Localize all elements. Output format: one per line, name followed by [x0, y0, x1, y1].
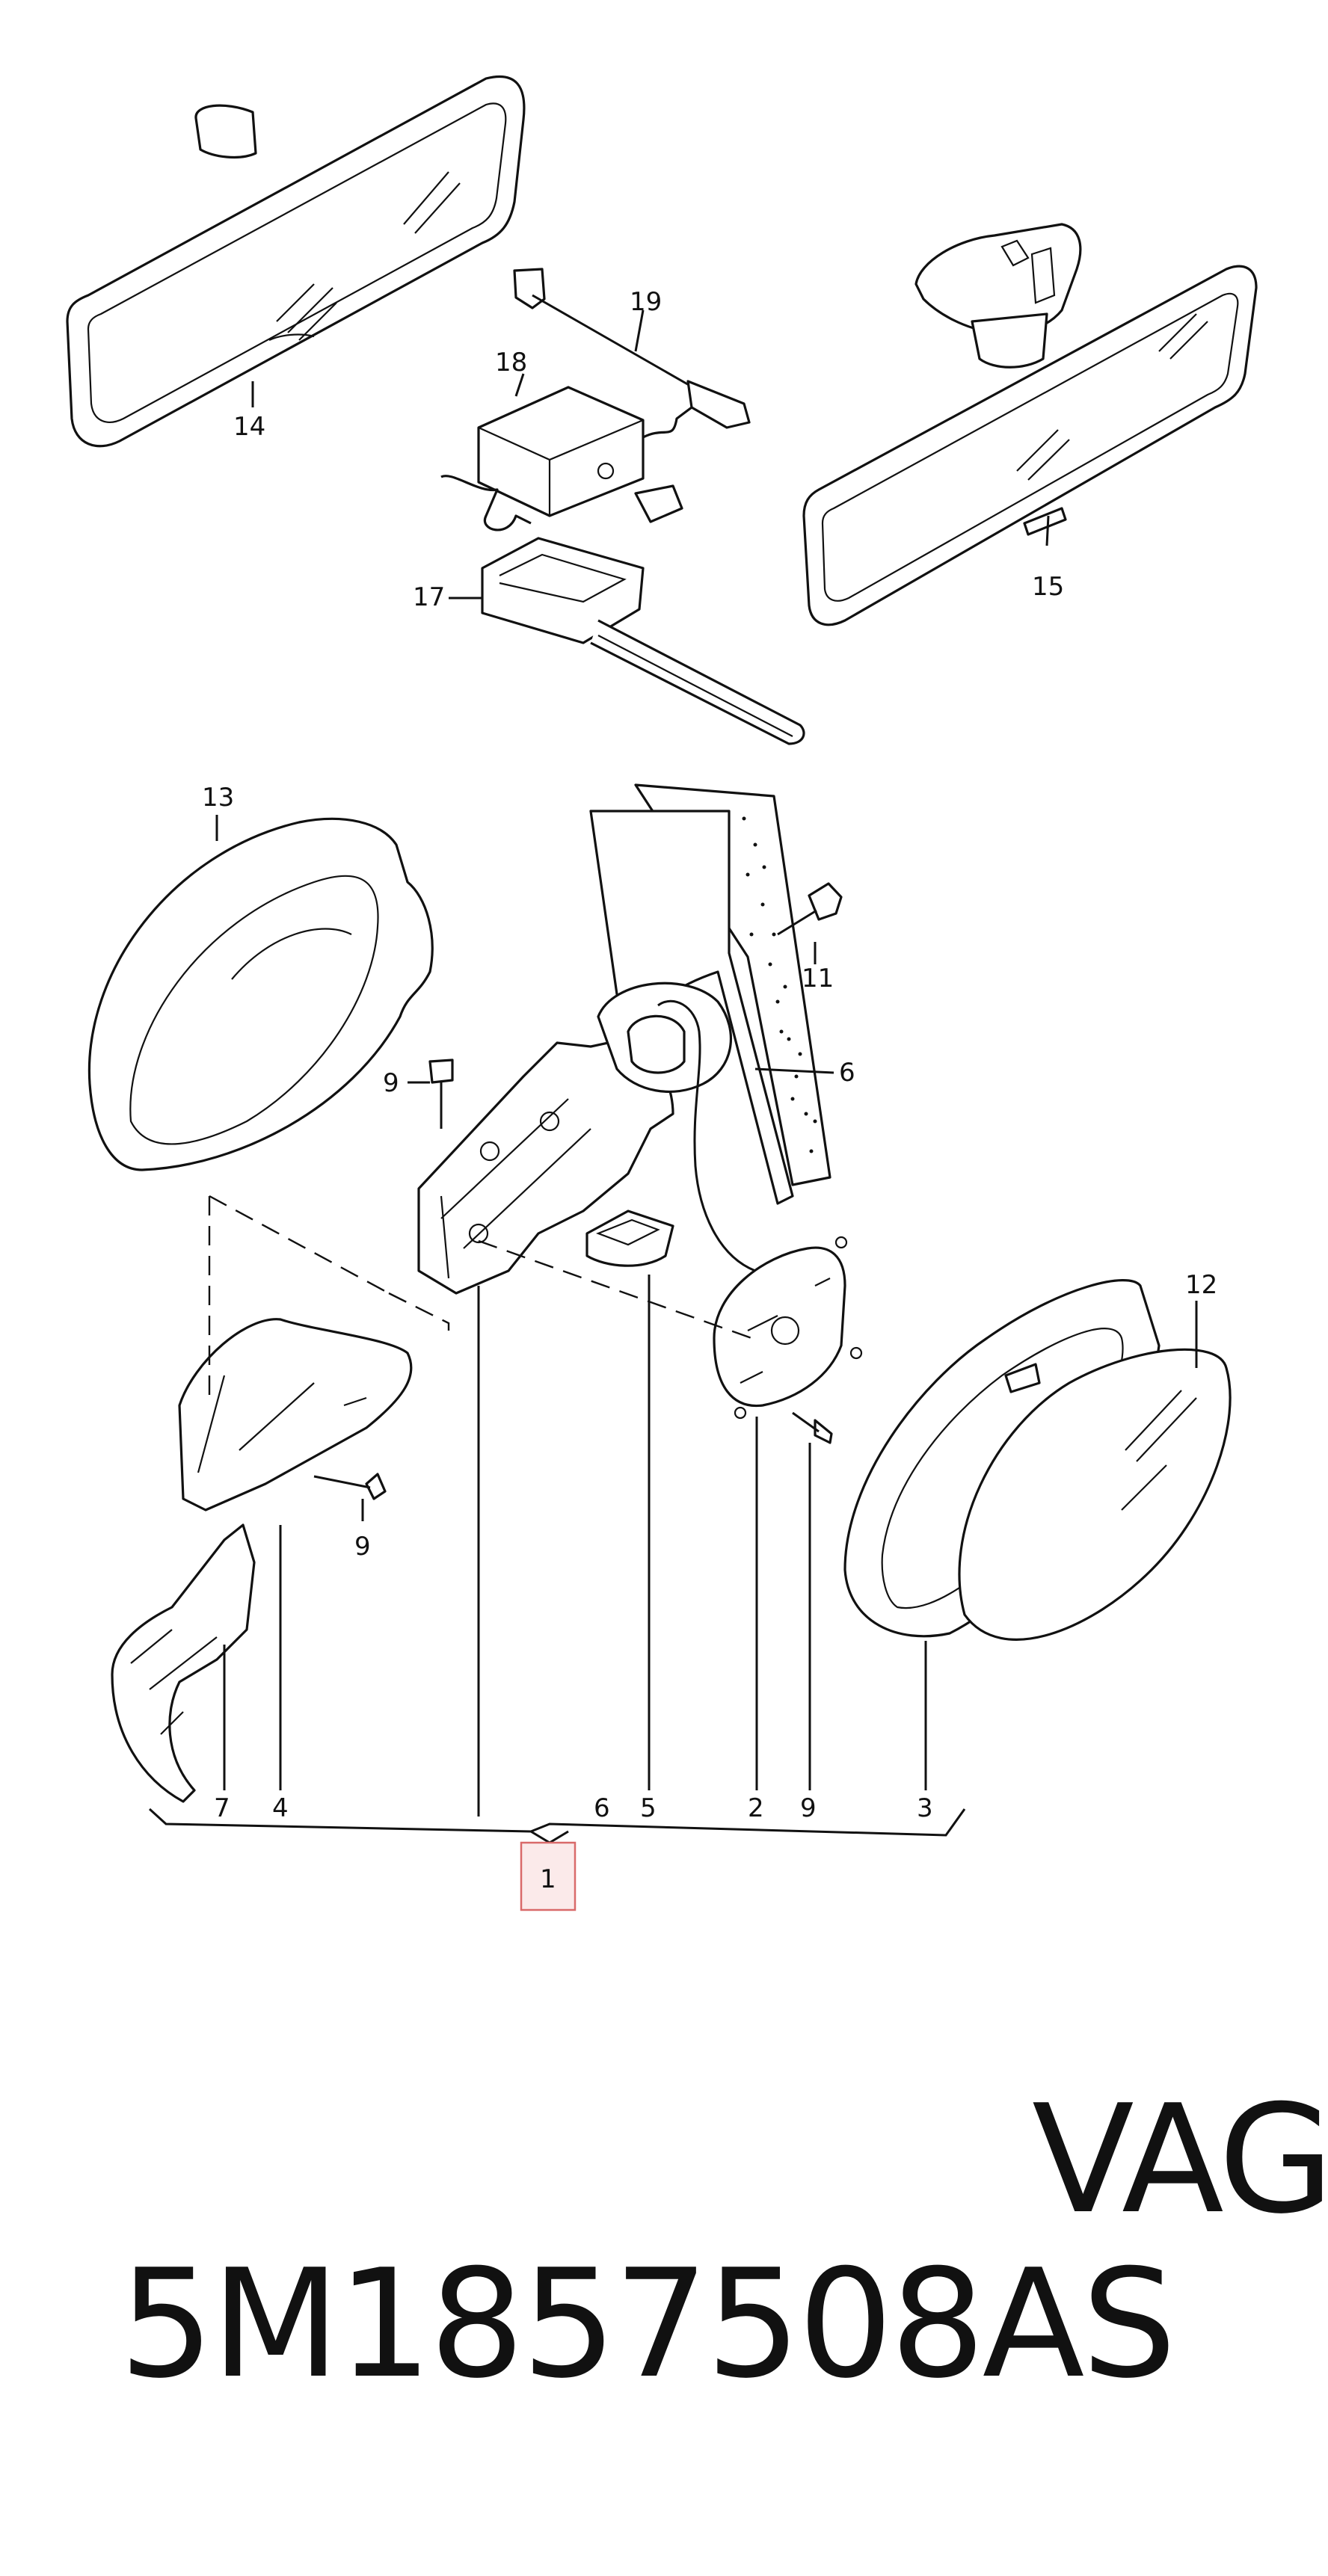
part-15-interior-mirror [802, 223, 1258, 626]
callout-6-bottom: 6 [594, 1793, 610, 1823]
part-5-pad [585, 1210, 674, 1267]
callout-19: 19 [630, 287, 662, 317]
callout-4: 4 [272, 1793, 289, 1823]
part-19-wire-harness [513, 268, 751, 429]
part-4-housing-shell [178, 1318, 413, 1512]
callout-9-bottom: 9 [800, 1793, 817, 1823]
alignment-dashed-lines [208, 1195, 752, 1405]
exploded-parts-diagram: 14 19 18 17 15 13 11 6 9 12 9 7 4 6 5 2 … [66, 75, 1258, 1911]
callout-labels: 14 19 18 17 15 13 11 6 9 12 9 7 4 6 5 2 … [202, 287, 1217, 1823]
callout-15: 15 [1032, 572, 1064, 602]
part-11-screw [777, 882, 843, 936]
leader-lines [148, 309, 1198, 1844]
part-18-control-unit [440, 386, 692, 531]
part-12-mirror-glass [958, 1348, 1232, 1641]
stipple-texture [742, 816, 817, 1153]
callout-1-box[interactable]: 1 [520, 1841, 577, 1911]
callout-14: 14 [233, 412, 265, 442]
callout-13: 13 [202, 783, 234, 813]
callout-18: 18 [495, 348, 527, 378]
callout-12: 12 [1185, 1270, 1217, 1300]
part-14-interior-mirror [66, 75, 526, 448]
callout-3: 3 [917, 1793, 933, 1823]
part-17-mirror-base [481, 537, 805, 745]
brand-label: VAG [1032, 2073, 1328, 2247]
callout-1: 1 [540, 1864, 556, 1894]
part-9-screw-bottom [792, 1411, 833, 1444]
callout-5: 5 [640, 1793, 657, 1823]
callout-11: 11 [802, 964, 834, 993]
callout-9-top: 9 [383, 1068, 399, 1098]
callout-6-right: 6 [839, 1058, 855, 1088]
part-7-lower-cover [111, 1523, 256, 1803]
mirror-base-bracket [417, 982, 756, 1295]
part-9-screw-top [428, 1059, 454, 1129]
callout-17: 17 [413, 582, 445, 612]
callout-2: 2 [748, 1793, 764, 1823]
callout-9-left: 9 [354, 1532, 371, 1562]
part-number: 5M1857508AS [119, 2237, 1176, 2412]
part-9-screw-left [313, 1473, 387, 1500]
part-number-footer: 5M1857508AS VAG [30, 2078, 1328, 2407]
part-13-housing-cap [87, 817, 434, 1171]
part-2-adjustment-motor [713, 1236, 863, 1420]
callout-7: 7 [214, 1793, 230, 1823]
